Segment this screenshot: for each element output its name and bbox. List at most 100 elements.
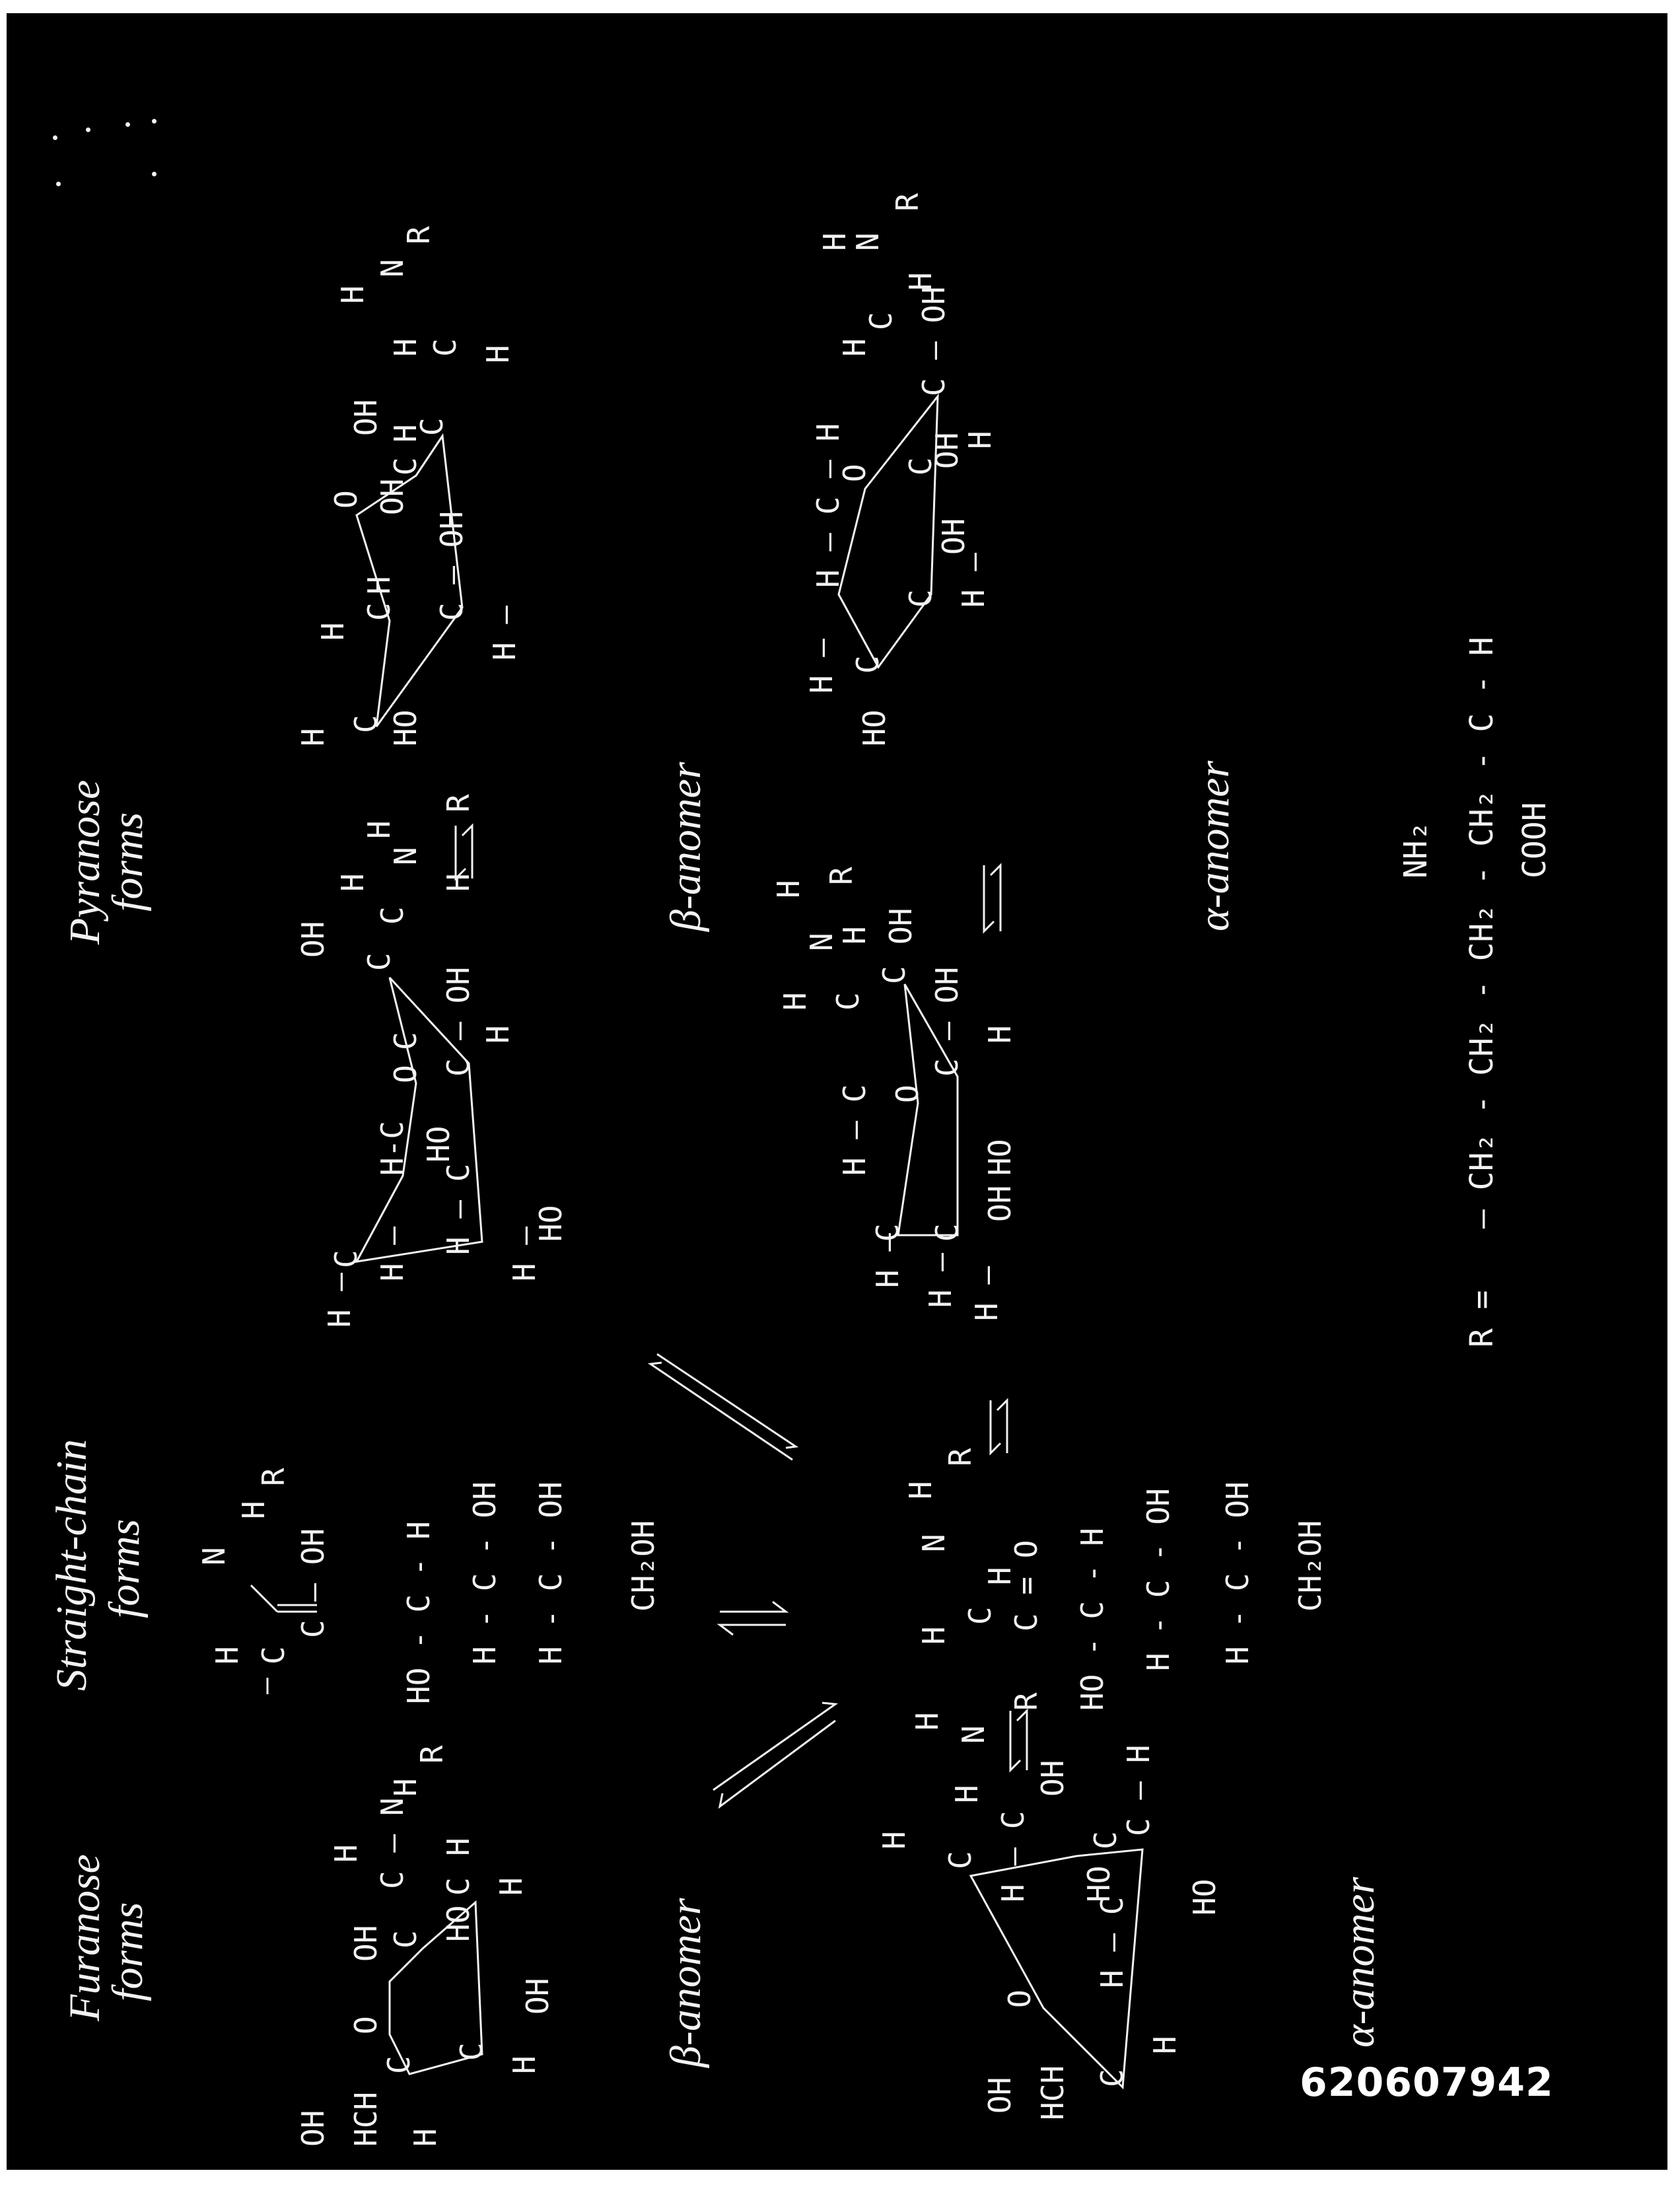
svg-text:HO: HO: [440, 1906, 476, 1942]
svg-text:OH: OH: [348, 400, 384, 436]
svg-text:H: H: [962, 431, 998, 449]
heading-furanose-line2: forms: [104, 1902, 152, 2001]
arrow-pyranose-beta-pair: [454, 823, 473, 881]
pyranose-alpha-structure-1: H — H — H — C C OH HO H — C O C — OH H C…: [771, 867, 1018, 1321]
svg-text:H: H: [407, 2128, 443, 2147]
svg-text:H: H: [236, 1501, 271, 1519]
heading-straight-chain-line2: forms: [100, 1519, 149, 1618]
svg-text:O: O: [890, 1085, 925, 1103]
svg-text:H: H: [982, 1025, 1018, 1044]
equilibrium-arrows: [454, 823, 1028, 1809]
svg-text:C: C: [863, 312, 899, 330]
svg-text:H: H: [209, 1646, 245, 1665]
svg-text:H: H: [335, 873, 370, 892]
pyranose-beta-structure-2: H C HO H C H O OH C H C — OH H — OH C H …: [295, 226, 522, 746]
svg-text:H: H: [777, 992, 813, 1011]
svg-text:OH: OH: [520, 1978, 555, 2015]
svg-text:C: C: [440, 1877, 476, 1896]
svg-text:H: H: [876, 1831, 912, 1849]
svg-text:OH: OH: [1035, 1760, 1070, 1797]
svg-text:R: R: [823, 867, 859, 885]
svg-text:H: H: [295, 728, 331, 746]
catalog-number: 620607942: [1300, 2060, 1554, 2106]
svg-text:H —: H —: [804, 639, 839, 694]
svg-text:H: H: [982, 1567, 1018, 1585]
svg-text:N: N: [956, 1725, 991, 1744]
arrow-furanose-beta-to-straight: [717, 1600, 789, 1636]
svg-text:H: H: [388, 1778, 423, 1797]
svg-text:C: C: [361, 952, 397, 971]
svg-text:H: H: [949, 1785, 985, 1803]
svg-text:R: R: [401, 226, 437, 244]
r-group-label: R =: [1463, 1290, 1500, 1347]
svg-text:H: H: [388, 424, 423, 443]
svg-text:R: R: [256, 1468, 291, 1486]
svg-text:HCH: HCH: [348, 2092, 384, 2147]
svg-text:H - C - OH: H - C - OH: [467, 1482, 503, 1665]
svg-text:R: R: [440, 794, 476, 812]
svg-text:H —: H —: [956, 553, 991, 608]
svg-text:N: N: [804, 933, 839, 951]
diagram-board: Furanose forms Straight-chain forms Pyra…: [7, 13, 1667, 2170]
svg-text:H - C - OH: H - C - OH: [1220, 1482, 1255, 1665]
svg-text:H —: H —: [487, 606, 522, 661]
pyranose-alpha-structure-2: H — HO C H — C — H C H — OH O C OH H C —…: [804, 193, 998, 746]
label-pyranose-beta: β-anomer: [662, 762, 710, 933]
svg-text:H: H: [916, 1626, 952, 1645]
svg-text:C — N: C — N: [374, 1798, 410, 1889]
svg-text:N: N: [850, 233, 886, 251]
svg-text:C — OH: C — OH: [440, 967, 476, 1077]
svg-text:C: C: [381, 2056, 417, 2074]
svg-text:N: N: [916, 1534, 952, 1552]
svg-text:R: R: [1008, 1692, 1044, 1711]
svg-text:N: N: [196, 1547, 232, 1565]
pyranose-beta-structure-1: H — C H — H — C H — HO H-C HO O C C — OH…: [295, 794, 569, 1328]
svg-text:C: C: [903, 457, 938, 476]
svg-text:H: H: [328, 1844, 364, 1863]
straight-chain-form-upper: H C C — OH N H R HO - C - H H - C - OH H…: [196, 1468, 661, 1704]
svg-text:C: C: [374, 906, 410, 925]
svg-text:H: H: [315, 622, 351, 641]
heading-straight-chain-line1: Straight-chain: [48, 1439, 96, 1691]
svg-text:H: H: [1147, 2036, 1183, 2054]
arrow-pyranose-alpha-pair: [983, 863, 1002, 934]
svg-text:C: C: [876, 966, 912, 984]
svg-text:H: H: [837, 338, 872, 357]
svg-text:H: H: [837, 926, 872, 945]
svg-text:H: H: [909, 1712, 945, 1731]
svg-text:H —: H —: [923, 1253, 958, 1308]
svg-text:C — OH: C — OH: [434, 511, 470, 621]
svg-text:C = O: C = O: [1008, 1540, 1044, 1631]
label-furanose-beta: β-anomer: [662, 1898, 710, 2069]
svg-text:O: O: [348, 2016, 384, 2034]
svg-text:H: H: [480, 345, 516, 363]
svg-text:C: C: [962, 1606, 998, 1625]
svg-text:H: H: [817, 233, 853, 251]
svg-text:C: C: [414, 417, 450, 436]
svg-text:C — OH: C — OH: [295, 1528, 331, 1638]
svg-text:OH: OH: [982, 2077, 1018, 2114]
svg-text:N: N: [388, 847, 423, 865]
svg-text:H — C: H — C: [837, 1085, 872, 1176]
svg-text:H: H: [507, 2056, 542, 2074]
svg-text:H — C: H — C: [995, 1811, 1031, 1902]
svg-text:H: H: [440, 1838, 476, 1856]
carbohydrate-equilibrium-diagram: Furanose forms Straight-chain forms Pyra…: [48, 193, 1553, 2147]
svg-text:OH: OH: [982, 1186, 1018, 1222]
svg-text:C: C: [256, 1646, 291, 1665]
svg-text:H: H: [903, 272, 938, 291]
svg-text:HO: HO: [533, 1205, 569, 1242]
straight-chain-form-lower: H C H C = O N H R HO - C - H H - C - OH …: [903, 1448, 1328, 1711]
r-group-top-substituent: NH₂: [1397, 821, 1434, 878]
furanose-beta-structure: OH HCH H C O OH C HO C H C H OH C — N H …: [295, 1745, 555, 2147]
svg-text:O: O: [388, 1065, 423, 1083]
svg-text:O: O: [328, 490, 364, 509]
arrow-straight-to-furanose-alpha: [1009, 1708, 1028, 1773]
svg-text:HCH: HCH: [1035, 2065, 1070, 2120]
heading-pyranose-line2: forms: [104, 812, 152, 912]
arrow-straight-to-pyranose-alpha: [989, 1398, 1008, 1456]
label-furanose-alpha: α-anomer: [1335, 1877, 1383, 2048]
r-group-chain: — CH₂ - CH₂ - CH₂ - CH₂ - C - H: [1463, 637, 1500, 1229]
svg-text:H —: H —: [322, 1273, 357, 1328]
svg-text:OH: OH: [374, 479, 410, 515]
